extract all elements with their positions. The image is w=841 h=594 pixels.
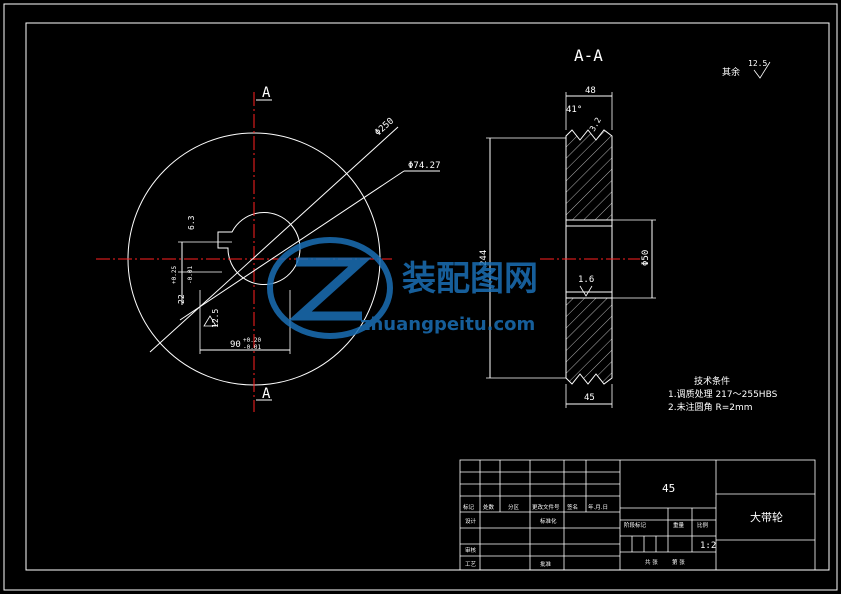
tb-sheet-no: 第 张 — [672, 558, 685, 566]
tb-standardize: 标准化 — [540, 517, 557, 525]
watermark-brand: 装配图网 — [402, 259, 538, 299]
tech-item-1: 1.调质处理 217～255HBS — [668, 388, 778, 400]
front-view: A A Φ250 Φ74.27 6.3 22 +0.25 -0.01 12.5 … — [96, 85, 441, 412]
top-width-label: 48 — [585, 86, 596, 96]
tb-approve: 批准 — [540, 560, 552, 568]
tb-doc-no: 更改文件号 — [532, 503, 560, 511]
surface-note: 其余 12.5 — [722, 59, 771, 79]
tb-count: 处数 — [483, 503, 495, 511]
bore-dia-label: Φ50 — [641, 250, 651, 266]
title-block — [459, 459, 816, 571]
title-block-text: 45 大带轮 1:2 标记 处数 分区 更改文件号 签名 年.月.日 设计 标准… — [463, 482, 783, 568]
part-name: 大带轮 — [750, 510, 783, 524]
hub-tol-upper: +0.25 — [171, 266, 178, 284]
bottom-width-label: 45 — [584, 393, 595, 403]
hub-tol-lower: -0.01 — [187, 266, 194, 284]
tb-zone: 分区 — [508, 503, 520, 511]
bottom-tol-lower: -0.01 — [243, 344, 261, 351]
tb-design: 设计 — [465, 517, 477, 525]
watermark-url: zhuangpeitu.com — [360, 314, 535, 335]
height-label: 244 — [479, 250, 489, 266]
tech-item-2: 2.未注圆角 R=2mm — [668, 401, 753, 413]
tb-ratio: 比例 — [697, 521, 709, 529]
bottom-tol-upper: +0.20 — [243, 337, 261, 344]
groove-depth-label: 3.2 — [588, 116, 603, 133]
rim-lower — [565, 297, 613, 385]
roughness-left-icon — [203, 315, 217, 327]
outer-border — [3, 3, 838, 591]
key-width-label: 6.3 — [187, 215, 196, 230]
outer-dia-label: Φ250 — [373, 116, 396, 138]
rim-upper — [565, 129, 613, 221]
scale-value: 1:2 — [700, 541, 716, 551]
section-title: A-A — [574, 46, 603, 65]
inner-dia-leader — [179, 170, 405, 321]
roughness-left-label: 12.5 — [211, 309, 220, 328]
section-view: A-A Φ50 48 41° 3.2 45 244 1.6 — [479, 46, 656, 408]
hub-height-label: 22 — [177, 294, 186, 304]
surface-note-prefix: 其余 — [722, 66, 740, 78]
tb-sheets-total: 共 张 — [645, 558, 658, 566]
bore-roughness-icon — [579, 285, 593, 297]
watermark: 装配图网 zhuangpeitu.com — [267, 237, 538, 339]
tb-process: 工艺 — [465, 561, 477, 568]
bore-roughness-label: 1.6 — [578, 275, 594, 285]
tb-sign: 签名 — [567, 503, 578, 511]
surface-note-value: 12.5 — [748, 59, 767, 68]
tech-title: 技术条件 — [694, 375, 730, 387]
inner-dia-label: Φ74.27 — [408, 161, 441, 171]
tech-requirements: 技术条件 1.调质处理 217～255HBS 2.未注圆角 R=2mm — [668, 375, 778, 413]
watermark-logo-icon — [267, 237, 393, 339]
material-label: 45 — [662, 482, 675, 495]
tb-date: 年.月.日 — [588, 503, 608, 511]
inner-border — [25, 22, 830, 571]
cut-label-top: A — [262, 85, 271, 101]
tb-mark: 标记 — [463, 503, 475, 511]
bottom-dim-label: 90 — [230, 340, 241, 350]
surface-roughness-icon — [753, 61, 771, 79]
tb-review: 审核 — [465, 546, 477, 554]
tb-stage-mark: 阶段标记 — [624, 521, 647, 529]
groove-angle-label: 41° — [566, 105, 582, 115]
cut-label-bottom: A — [262, 386, 271, 402]
watermark-z-icon — [288, 257, 372, 321]
tb-weight: 重量 — [673, 521, 685, 529]
outer-dia-leader — [149, 126, 399, 353]
